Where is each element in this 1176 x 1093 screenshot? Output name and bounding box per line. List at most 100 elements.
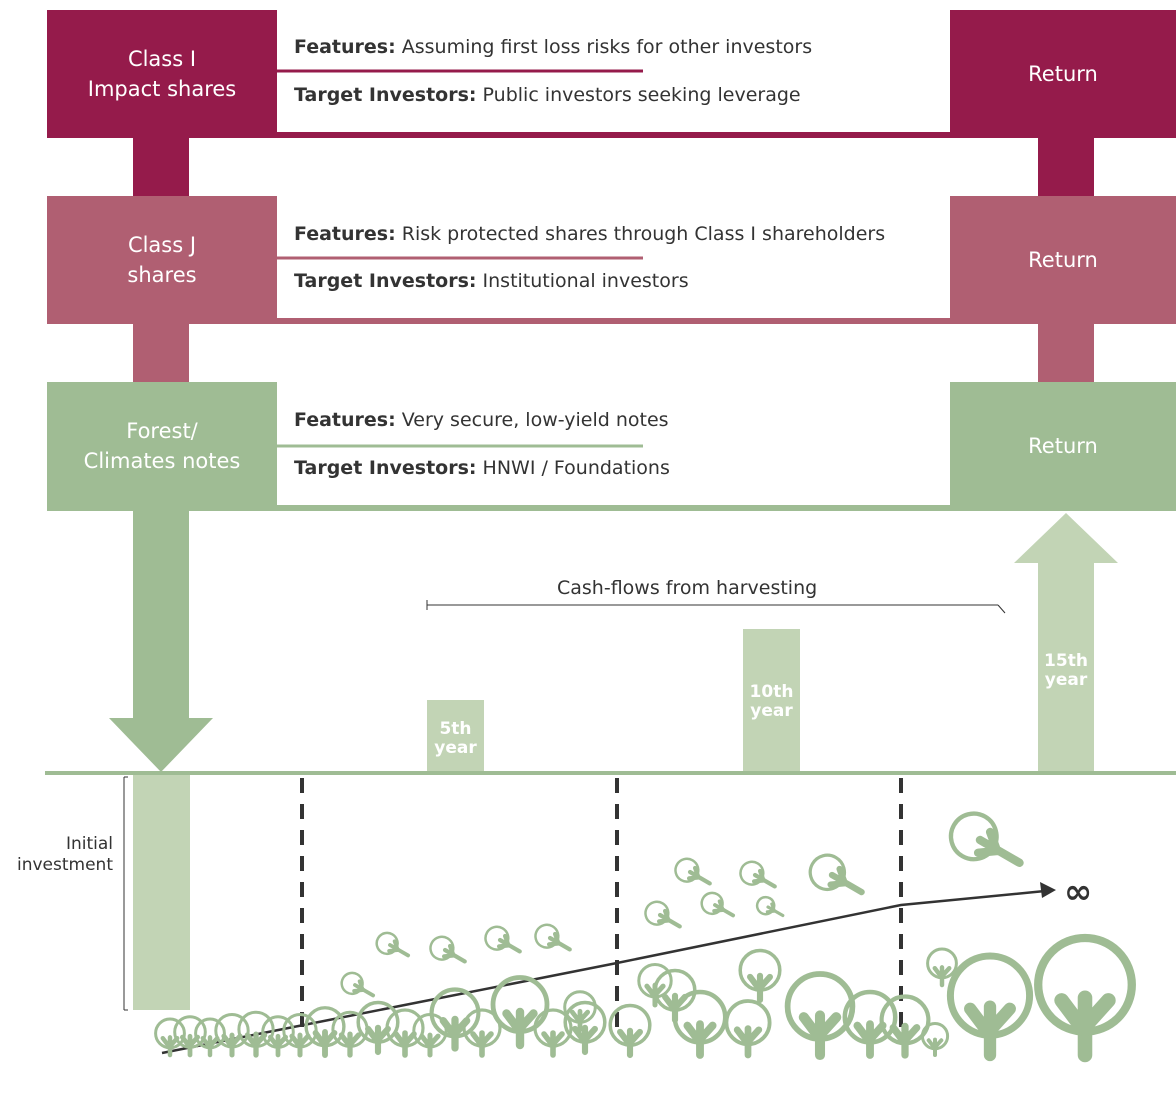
tier1-features: Features: Assuming first loss risks for … [294,36,812,58]
year-5th-line-1: 5th [439,719,472,739]
tier3-class-label: Forest/ Climates notes [47,382,277,510]
tier1-features-text: Assuming first loss risks for other inve… [401,36,813,58]
tree-icon [946,952,1034,1062]
tier3-return-label: Return [1028,434,1098,458]
tree-icon [214,1012,250,1058]
tier3-target-text: HNWI / Foundations [482,457,670,479]
tier2-features-key: Features: [294,223,396,245]
tier2-target-key: Target Investors: [294,270,477,292]
tree-icon [842,989,898,1059]
tier1-target: Target Investors: Public investors seeki… [294,84,801,106]
harvested-tree-icon [808,853,865,896]
tier1-return-box [950,10,1176,138]
initial-investment-line-1: Initial [65,834,113,854]
tier3-class-box [47,382,277,510]
year-label-5th: 5th year [427,720,484,758]
tier2-target-text: Institutional investors [482,270,689,292]
tree-icon [926,947,958,988]
tree-icon [879,994,931,1059]
tier1-features-key: Features: [294,36,396,58]
year-10th-line-2: year [750,701,793,721]
tier1-target-key: Target Investors: [294,84,477,106]
tier2-features-text: Risk protected shares through Class I sh… [401,223,886,245]
tree-icon [533,1008,573,1058]
harvested-tree-icon [700,891,736,918]
tree-icon [1034,933,1136,1063]
tier1-return-label: Return [1028,62,1098,86]
tier3-class-line-1: Forest/ [126,419,198,443]
harvested-tree-icon [534,923,572,952]
tier2-class-line-2: shares [127,263,197,287]
tier3-features-key: Features: [294,409,396,431]
initial-investment-bar [133,775,190,1010]
tier2-target: Target Investors: Institutional investor… [294,270,689,292]
year-label-15th: 15th year [1038,652,1094,690]
tier2-class-line-1: Class J [127,233,197,257]
tier1-target-text: Public investors seeking leverage [482,84,801,106]
harvested-tree-icon [375,931,411,958]
tree-icon [563,1000,607,1056]
tier2-features: Features: Risk protected shares through … [294,223,885,245]
tier3-target: Target Investors: HNWI / Foundations [294,457,670,479]
tier3-features: Features: Very secure, low-yield notes [294,409,669,431]
tier3-target-key: Target Investors: [294,457,477,479]
tree-icon [672,989,728,1059]
year-15th-line-2: year [1044,670,1088,690]
connector-i-j-right [1038,138,1094,198]
tier3-return-box [950,382,1176,510]
connector-j-notes-left [133,323,189,383]
harvested-tree-icon [340,971,376,998]
tree-icon [637,963,673,1008]
tier1-class-box [47,10,277,138]
tier2-class-box [47,196,277,324]
tier2-return-box [950,196,1176,324]
connector-i-j-left [133,138,189,198]
year-5th-line-2: year [434,738,477,758]
connector-j-notes-right [1038,323,1094,383]
forest-illustration [154,811,1136,1063]
infinity-symbol: ∞ [1064,872,1093,912]
tier1-class-label: Class I Impact shares [47,10,277,138]
harvested-tree-icon [948,811,1024,867]
tier3-features-text: Very secure, low-yield notes [401,409,669,431]
initial-investment-line-2: investment [17,855,113,875]
ground-line [45,771,1176,775]
harvested-tree-icon [644,900,682,929]
harvested-tree-icon [429,935,467,964]
tier1-class-line-1: Class I [127,47,197,71]
tree-icon [724,999,772,1059]
cashflow-bracket-right-hook [997,604,1006,614]
harvested-tree-icon [674,857,712,886]
tree-icon [920,1022,950,1057]
tree-icon [194,1017,226,1058]
tier2-class-label: Class J shares [47,196,277,324]
tree-icon [462,1008,502,1058]
tree-icon [385,1008,425,1058]
initial-investment-label: Initial investment [0,834,113,876]
year-label-10th: 10th year [743,683,800,721]
cashflow-label: Cash-flows from harvesting [553,577,822,599]
year-10th-line-1: 10th [749,682,794,702]
tier3-bar [47,505,1176,511]
tree-icon [261,1015,295,1058]
growth-arrowhead [1040,882,1056,898]
tree-icon [784,971,856,1061]
tier1-class-line-2: Impact shares [87,77,237,101]
return-arrow [1014,513,1118,772]
tree-icon [237,1010,275,1058]
tree-icon [738,948,782,1004]
tree-icon [304,1006,346,1058]
tree-icon [608,1003,652,1059]
bar-10th-year [743,629,800,772]
bar-5th-year [427,700,484,772]
tier2-bar [47,318,1176,324]
year-15th-line-1: 15th [1044,651,1088,671]
tier2-return-label: Return [1028,248,1098,272]
harvested-tree-icon [755,895,785,918]
tier3-class-line-2: Climates notes [83,449,241,473]
investment-arrow [109,511,213,772]
tier1-bar [47,132,1176,138]
tree-icon [563,990,597,1033]
